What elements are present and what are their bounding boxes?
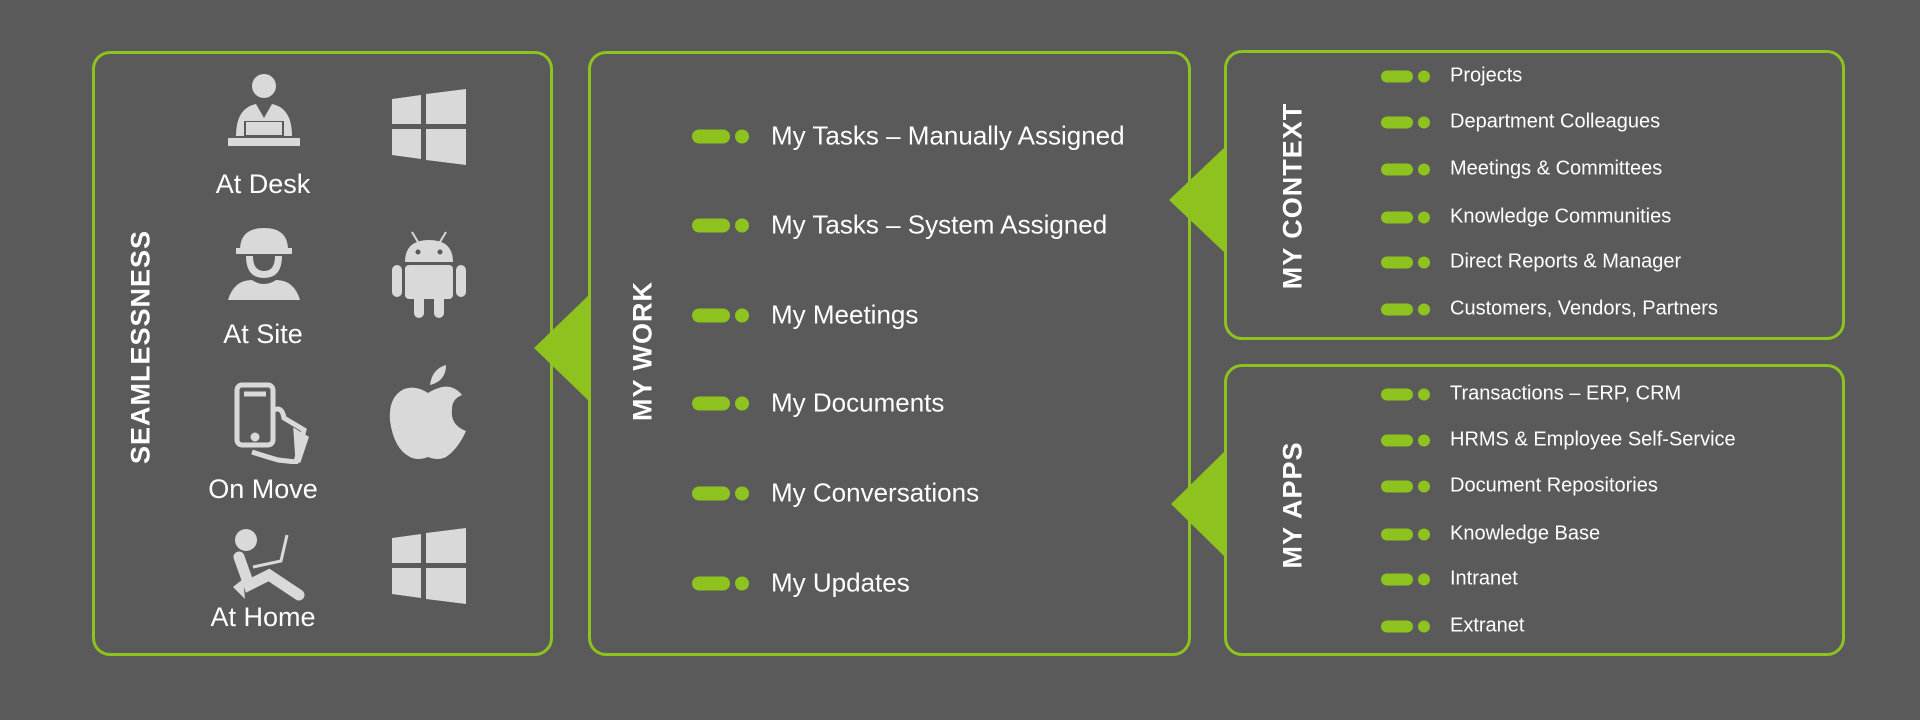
bullet-icon	[1381, 211, 1430, 223]
my-context-panel	[1224, 50, 1845, 340]
item-label: My Conversations	[771, 477, 980, 508]
android-icon	[392, 228, 466, 318]
hand-phone-icon	[234, 382, 310, 464]
bullet-icon	[1381, 163, 1430, 175]
mode-label-at-site: At Site	[223, 319, 303, 349]
bullet-icon	[1381, 303, 1430, 315]
my-apps-title: MY APPS	[1277, 441, 1308, 569]
my-work-item: My Meetings	[692, 300, 918, 331]
bullet-icon	[692, 308, 749, 322]
item-label: Intranet	[1450, 567, 1518, 590]
item-label: Knowledge Base	[1450, 522, 1601, 545]
desk-worker-icon	[228, 74, 300, 150]
my-work-item: My Tasks – Manually Assigned	[692, 121, 1125, 152]
item-label: HRMS & Employee Self-Service	[1450, 428, 1736, 451]
windows-icon	[392, 89, 466, 165]
item-label: My Updates	[771, 567, 910, 598]
my-context-item: Department Colleagues	[1381, 111, 1660, 134]
bullet-icon	[692, 486, 749, 500]
item-label: My Tasks – System Assigned	[771, 209, 1108, 240]
my-context-item: Customers, Vendors, Partners	[1381, 298, 1718, 321]
my-apps-item: Extranet	[1381, 615, 1524, 638]
item-label: Transactions – ERP, CRM	[1450, 382, 1682, 405]
bullet-icon	[1381, 573, 1430, 585]
my-context-item: Knowledge Communities	[1381, 206, 1671, 229]
item-label: Projects	[1450, 64, 1523, 87]
bullet-icon	[1381, 620, 1430, 632]
bullet-icon	[692, 576, 749, 590]
bullet-icon	[692, 129, 749, 143]
bullet-icon	[1381, 256, 1430, 268]
apple-icon	[388, 365, 470, 461]
my-work-item: My Conversations	[692, 478, 979, 509]
my-apps-item: Knowledge Base	[1381, 523, 1600, 546]
seamlessness-panel	[92, 51, 553, 656]
bullet-icon	[1381, 434, 1430, 446]
item-label: Department Colleagues	[1450, 110, 1661, 133]
my-context-item: Projects	[1381, 65, 1522, 88]
bullet-icon	[1381, 480, 1430, 492]
hardhat-worker-icon	[228, 224, 300, 302]
my-work-item: My Updates	[692, 568, 910, 599]
item-label: My Meetings	[771, 299, 919, 330]
arrow-apps-to-work	[1171, 451, 1225, 557]
bullet-icon	[692, 396, 749, 410]
bullet-icon	[1381, 528, 1430, 540]
my-work-title: MY WORK	[627, 281, 658, 421]
item-label: My Tasks – Manually Assigned	[771, 120, 1125, 151]
my-context-item: Direct Reports & Manager	[1381, 251, 1681, 274]
mode-label-on-move: On Move	[208, 474, 318, 504]
item-label: Extranet	[1450, 614, 1525, 637]
my-context-item: Meetings & Committees	[1381, 158, 1662, 181]
item-label: Customers, Vendors, Partners	[1450, 297, 1718, 320]
bullet-icon	[692, 218, 749, 232]
item-label: Meetings & Committees	[1450, 157, 1663, 180]
windows-icon	[392, 528, 466, 604]
item-label: Direct Reports & Manager	[1450, 250, 1682, 273]
my-apps-item: Intranet	[1381, 568, 1518, 591]
bullet-icon	[1381, 388, 1430, 400]
item-label: Document Repositories	[1450, 474, 1658, 497]
my-context-title: MY CONTEXT	[1277, 102, 1308, 290]
my-apps-item: Transactions – ERP, CRM	[1381, 383, 1681, 406]
my-apps-item: HRMS & Employee Self-Service	[1381, 429, 1736, 452]
mode-label-at-desk: At Desk	[215, 169, 311, 199]
item-label: Knowledge Communities	[1450, 205, 1672, 228]
arrow-work-to-seamlessness	[534, 294, 590, 402]
bullet-icon	[1381, 70, 1430, 82]
mode-label-at-home: At Home	[210, 602, 316, 632]
laptop-person-icon	[231, 529, 309, 601]
seamlessness-title: SEAMLESSNESS	[125, 229, 156, 465]
my-work-item: My Documents	[692, 388, 944, 419]
my-apps-item: Document Repositories	[1381, 475, 1658, 498]
my-apps-panel	[1224, 364, 1845, 656]
bullet-icon	[1381, 116, 1430, 128]
my-work-item: My Tasks – System Assigned	[692, 210, 1107, 241]
arrow-context-to-work	[1169, 147, 1225, 253]
item-label: My Documents	[771, 387, 945, 418]
